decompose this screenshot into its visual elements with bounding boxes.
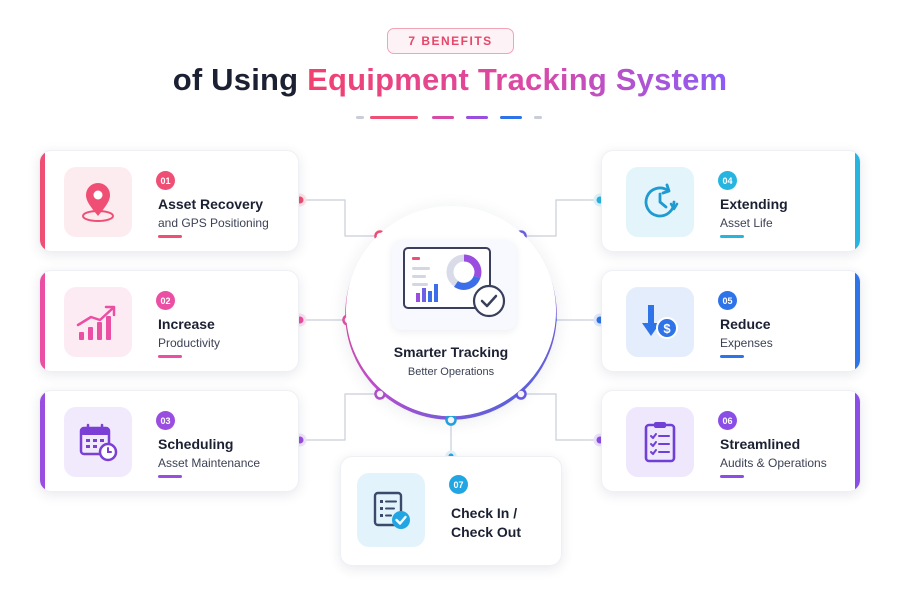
card-accent-bar	[40, 151, 45, 251]
benefit-title: Check In /	[451, 505, 518, 521]
benefit-subtitle: Check Out	[451, 524, 522, 540]
benefit-title: Increase	[158, 316, 215, 332]
card-accent-bar	[40, 271, 45, 371]
svg-text:$: $	[663, 321, 671, 336]
benefit-number: 01	[156, 171, 175, 190]
clock-refresh-icon	[626, 167, 694, 237]
benefit-number: 06	[718, 411, 737, 430]
map-pin-icon	[64, 167, 132, 237]
connector-01	[300, 199, 380, 237]
title-divider-segment	[500, 116, 522, 119]
benefit-title: Streamlined	[720, 436, 801, 452]
benefit-subtitle: Expenses	[720, 336, 773, 350]
benefits-badge: 7 BENEFITS	[387, 28, 514, 54]
benefit-subtitle: Asset Maintenance	[158, 456, 261, 470]
benefit-title: Extending	[720, 196, 788, 212]
page-title: of Using Equipment Tracking System	[0, 62, 900, 98]
title-prefix: of Using	[172, 62, 308, 97]
cost-down-icon: $	[626, 287, 694, 357]
title-highlight: Equipment Tracking System	[307, 62, 728, 97]
benefit-underline	[720, 355, 744, 358]
benefit-subtitle: and GPS Positioning	[158, 216, 269, 230]
benefit-subtitle: Productivity	[158, 336, 221, 350]
benefit-underline	[720, 235, 744, 238]
benefit-title: Asset Recovery	[158, 196, 264, 212]
benefit-subtitle: Asset Life	[720, 216, 773, 230]
card-accent-bar	[855, 151, 860, 251]
benefit-card-06: 06 Streamlined Audits & Operations	[601, 390, 861, 492]
calendar-clock-icon	[64, 407, 132, 477]
clipboard-checklist-icon	[626, 407, 694, 477]
dashboard-check-icon	[392, 240, 516, 330]
benefit-title: Reduce	[720, 316, 771, 332]
title-divider-segment	[370, 116, 418, 119]
card-accent-bar	[855, 391, 860, 491]
benefit-underline	[158, 355, 182, 358]
benefit-number: 03	[156, 411, 175, 430]
card-accent-bar	[855, 271, 860, 371]
connector-03	[300, 393, 380, 441]
checklist-icon	[357, 473, 425, 547]
center-subtitle: Better Operations	[407, 366, 495, 378]
benefit-card-01: 01 Asset Recovery and GPS Positioning	[39, 150, 299, 252]
title-divider-segment	[356, 116, 364, 119]
title-divider-segment	[466, 116, 488, 119]
benefit-card-02: 02 Increase Productivity	[39, 270, 299, 372]
benefit-card-07: 07 Check In / Check Out	[340, 456, 562, 566]
title-divider-segment	[534, 116, 542, 119]
benefit-underline	[158, 235, 182, 238]
card-accent-bar	[40, 391, 45, 491]
benefit-subtitle: Audits & Operations	[720, 456, 827, 470]
benefit-number: 02	[156, 291, 175, 310]
benefit-card-03: 03 Scheduling Asset Maintenance	[39, 390, 299, 492]
center-title: Smarter Tracking	[393, 344, 509, 360]
benefit-number: 07	[449, 475, 468, 494]
benefit-number: 05	[718, 291, 737, 310]
growth-chart-icon	[64, 287, 132, 357]
benefit-card-05: $ 05 Reduce Expenses	[601, 270, 861, 372]
connector-04	[521, 199, 600, 237]
benefit-title: Scheduling	[158, 436, 234, 452]
benefit-underline	[720, 475, 744, 478]
benefit-card-04: 04 Extending Asset Life	[601, 150, 861, 252]
benefit-number: 04	[718, 171, 737, 190]
connector-06	[521, 393, 600, 441]
title-divider-segment	[432, 116, 454, 119]
benefit-underline	[158, 475, 182, 478]
